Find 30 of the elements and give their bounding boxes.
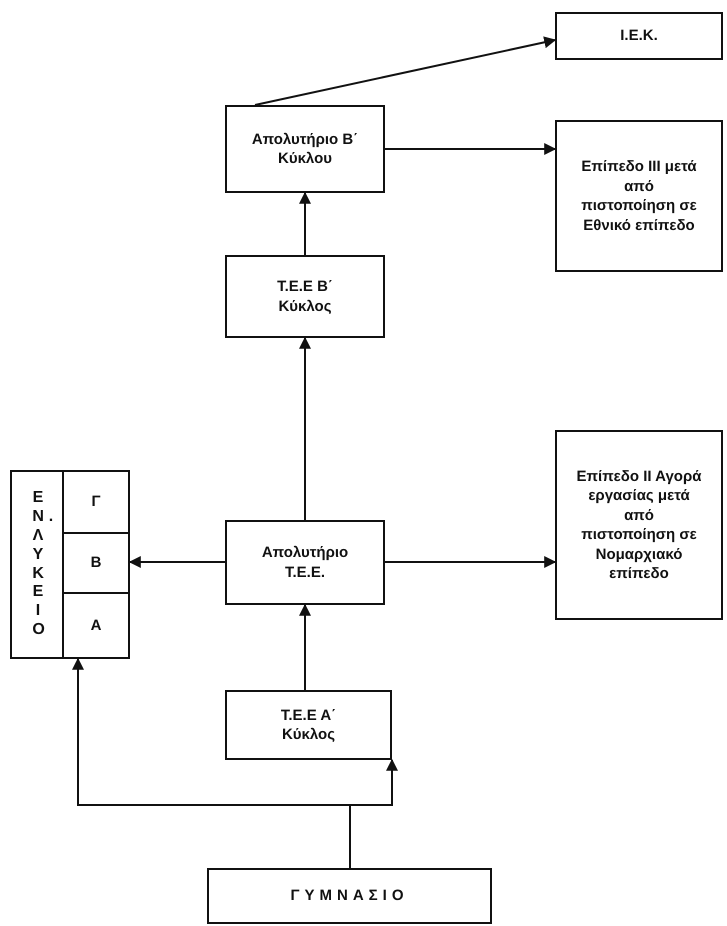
box-label: Επίπεδο ΙΙΙ μετά από πιστοποίηση σε Εθνικό επίπεδο bbox=[580, 157, 698, 235]
arrow bbox=[385, 556, 556, 568]
box-label: Α bbox=[90, 616, 102, 636]
box-label: Απολυτήριο Β΄ Κύκλου bbox=[250, 130, 360, 168]
box-label: Β bbox=[90, 553, 102, 573]
process-box bbox=[555, 12, 723, 60]
box-label: Επίπεδο ΙΙ Αγορά εργασίας μετά από πιστοποίηση σε Νομαρχιακό επίπεδο bbox=[576, 466, 702, 584]
box-label: Γ bbox=[91, 492, 101, 512]
arrow bbox=[128, 556, 225, 568]
arrow bbox=[385, 143, 556, 155]
arrow bbox=[299, 604, 311, 690]
process-box bbox=[225, 690, 392, 760]
box-label: ΓΥΜΝΑΣΙΟ bbox=[290, 886, 409, 906]
grade-cell bbox=[62, 592, 128, 657]
arrow bbox=[299, 192, 311, 255]
arrow bbox=[254, 36, 556, 106]
box-label: Ι.Ε.Κ. bbox=[620, 26, 658, 46]
process-box bbox=[207, 868, 492, 924]
process-box bbox=[555, 120, 723, 272]
box-label: Τ.Ε.Ε Α΄ Κύκλος bbox=[280, 706, 338, 744]
process-box bbox=[225, 255, 385, 338]
arrow bbox=[299, 336, 311, 520]
grade-cell bbox=[62, 532, 128, 592]
process-box bbox=[225, 105, 385, 193]
box-label: Τ.Ε.Ε Β΄ Κύκλος bbox=[276, 277, 334, 316]
box-label: Απολυτήριο Τ.Ε.Ε. bbox=[260, 543, 350, 582]
process-box bbox=[555, 430, 723, 620]
arrow bbox=[349, 758, 398, 868]
process-box bbox=[225, 520, 385, 605]
school-box bbox=[10, 470, 130, 659]
